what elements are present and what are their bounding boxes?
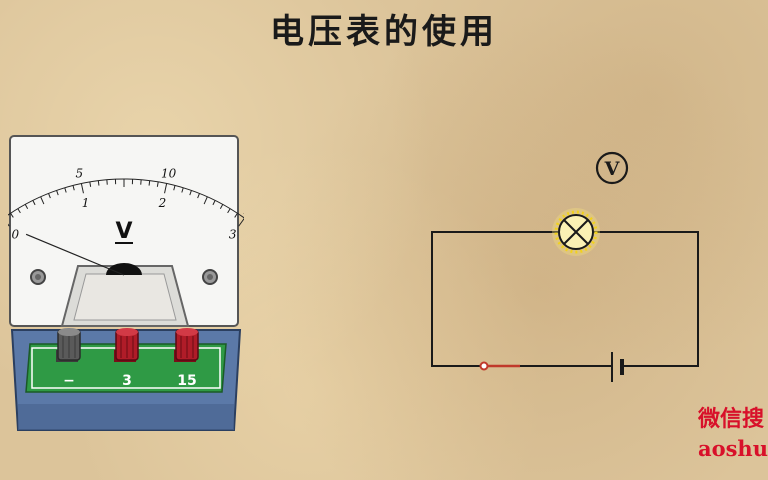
scale-tick: [10, 212, 14, 218]
scale-label-top-5: 5: [75, 167, 83, 181]
scale-ticks: [8, 178, 244, 227]
terminal-15v[interactable]: [174, 328, 199, 362]
scale-label-top-10: 10: [161, 167, 177, 181]
meter-needle: [25, 233, 125, 276]
page-title: 电压表的使用: [270, 12, 498, 52]
scale-tick: [181, 187, 184, 193]
scale-tick: [164, 183, 168, 194]
scale-tick: [80, 183, 84, 194]
scale-tick: [8, 223, 10, 227]
scale-tick: [24, 204, 29, 209]
voltmeter-apparatus: 0510150123 V: [8, 134, 244, 438]
scale-tick: [219, 204, 224, 209]
scale-tick: [189, 190, 192, 196]
scale-label-bottom-0: 0: [11, 227, 19, 241]
scale-tick: [32, 200, 36, 206]
terminal-3v[interactable]: [114, 328, 139, 362]
scale-tick: [148, 180, 151, 186]
terminal-label-15: 15: [177, 373, 196, 389]
scale-tick: [197, 193, 200, 199]
scale-tick: [72, 185, 75, 191]
scale-label-bottom-2: 2: [158, 196, 167, 210]
watermark-line-1: 微信搜: [698, 406, 765, 432]
scale-tick: [89, 181, 92, 187]
scale-tick: [234, 212, 238, 218]
circuit-diagram: V: [420, 140, 720, 390]
scale-tick: [56, 190, 59, 196]
voltmeter-symbol-letter: V: [604, 158, 621, 180]
scale-label-top-15: 15: [243, 203, 244, 217]
wire-top-left: [431, 231, 558, 367]
watermark: 微信搜 aoshu22: [698, 404, 768, 464]
terminal-negative[interactable]: [56, 328, 81, 362]
scale-tick: [173, 185, 176, 191]
switch[interactable]: [479, 361, 521, 371]
watermark-line-2: aoshu22: [698, 436, 768, 461]
lamp-symbol: [552, 208, 600, 256]
scale-tick: [17, 208, 21, 214]
scale-label-bottom-1: 1: [82, 196, 90, 210]
scale-tick: [40, 196, 45, 205]
battery-symbol: [611, 352, 624, 382]
scale-tick: [203, 196, 208, 205]
terminal-label-3: 3: [122, 373, 132, 389]
voltmeter-symbol: V: [595, 151, 629, 185]
scale-tick: [238, 217, 244, 227]
scale-tick: [156, 181, 159, 187]
scale-tick: [227, 208, 231, 214]
scale-label-bottom-3: 3: [229, 227, 237, 241]
scale-tick: [64, 187, 67, 193]
scale-tick: [212, 200, 216, 206]
scale-arc: [8, 178, 244, 219]
terminal-label-negative: −: [63, 373, 75, 389]
scale-tick: [97, 180, 100, 186]
scale-tick: [48, 193, 51, 199]
unit-label: V: [115, 219, 132, 244]
wire-top-right: [594, 231, 699, 367]
needle-pivot: [106, 263, 142, 275]
